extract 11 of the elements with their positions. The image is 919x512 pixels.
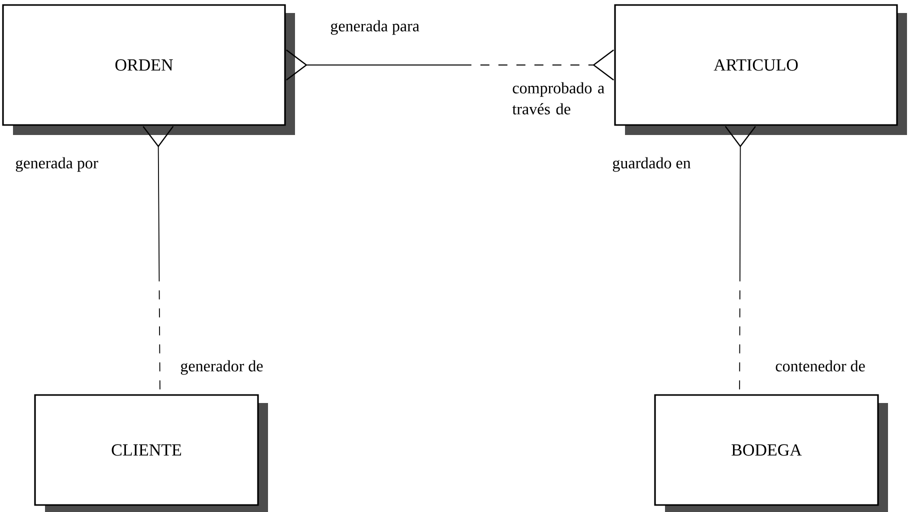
role-label: generador de: [180, 360, 263, 375]
role-label: contenedor de: [776, 360, 865, 372]
entity-box: CLIENTE: [34, 394, 268, 512]
role-label: generada para: [330, 20, 420, 35]
role-label: generada por: [16, 157, 98, 172]
relationship-line: [286, 50, 614, 80]
role-label: comprobado a través de: [512, 82, 604, 114]
entity-box: BODEGA: [654, 394, 888, 512]
entity-box: ORDEN: [2, 4, 295, 135]
entity-box: ARTICULO: [614, 4, 907, 135]
role-label: guardado en: [612, 157, 691, 172]
